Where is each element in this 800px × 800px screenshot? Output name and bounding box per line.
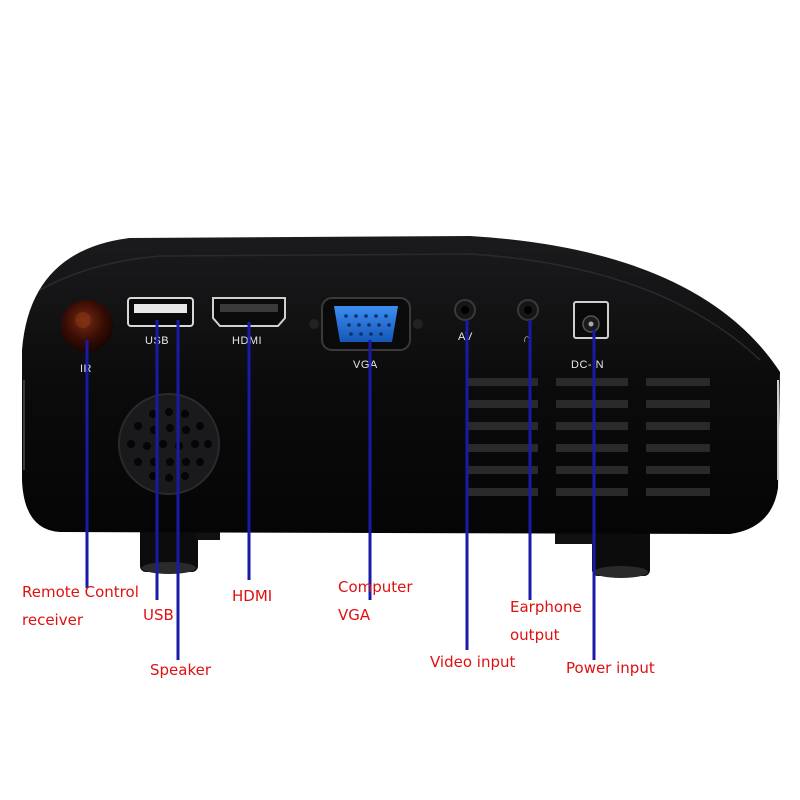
callout-earphone-line2: output — [510, 626, 560, 644]
callout-computer-vga: Computer VGA — [338, 573, 413, 629]
callout-remote-control-line1: Remote Control — [22, 583, 139, 601]
speaker-grille — [118, 393, 220, 495]
callout-remote-control-line2: receiver — [22, 611, 83, 629]
callout-usb-line1: USB — [143, 606, 174, 624]
callout-earphone-output: Earphone output — [510, 593, 582, 649]
callout-remote-control-receiver: Remote Control receiver — [22, 578, 139, 634]
ventilation-slots — [466, 378, 710, 496]
hdmi-port: HDMI — [212, 297, 286, 347]
callout-computer-vga-line1: Computer — [338, 578, 413, 596]
callout-hdmi-line1: HDMI — [232, 587, 273, 605]
av-jack: AV — [454, 299, 476, 343]
callout-hdmi: HDMI — [232, 582, 272, 610]
callout-computer-vga-line2: VGA — [338, 606, 371, 624]
dc-in-port-label: DC-IN — [571, 359, 604, 371]
earphone-jack: ∩ — [517, 299, 539, 345]
callout-power-input: Power input — [566, 654, 655, 682]
callout-video-input: Video input — [430, 648, 515, 676]
dc-in-port: DC-IN — [571, 301, 609, 371]
callout-speaker: Speaker — [150, 656, 211, 684]
av-port-label: AV — [458, 331, 473, 343]
callout-usb: USB — [143, 601, 174, 629]
projector-feet — [140, 520, 650, 578]
callout-video-input-line1: Video input — [430, 653, 516, 671]
callout-earphone-line1: Earphone — [510, 598, 582, 616]
callout-power-input-line1: Power input — [566, 659, 655, 677]
callout-speaker-line1: Speaker — [150, 661, 212, 679]
vga-port-label: VGA — [353, 359, 378, 371]
leader-lines — [85, 320, 596, 660]
earphone-symbol: ∩ — [523, 333, 531, 345]
hdmi-port-label: HDMI — [232, 335, 262, 347]
